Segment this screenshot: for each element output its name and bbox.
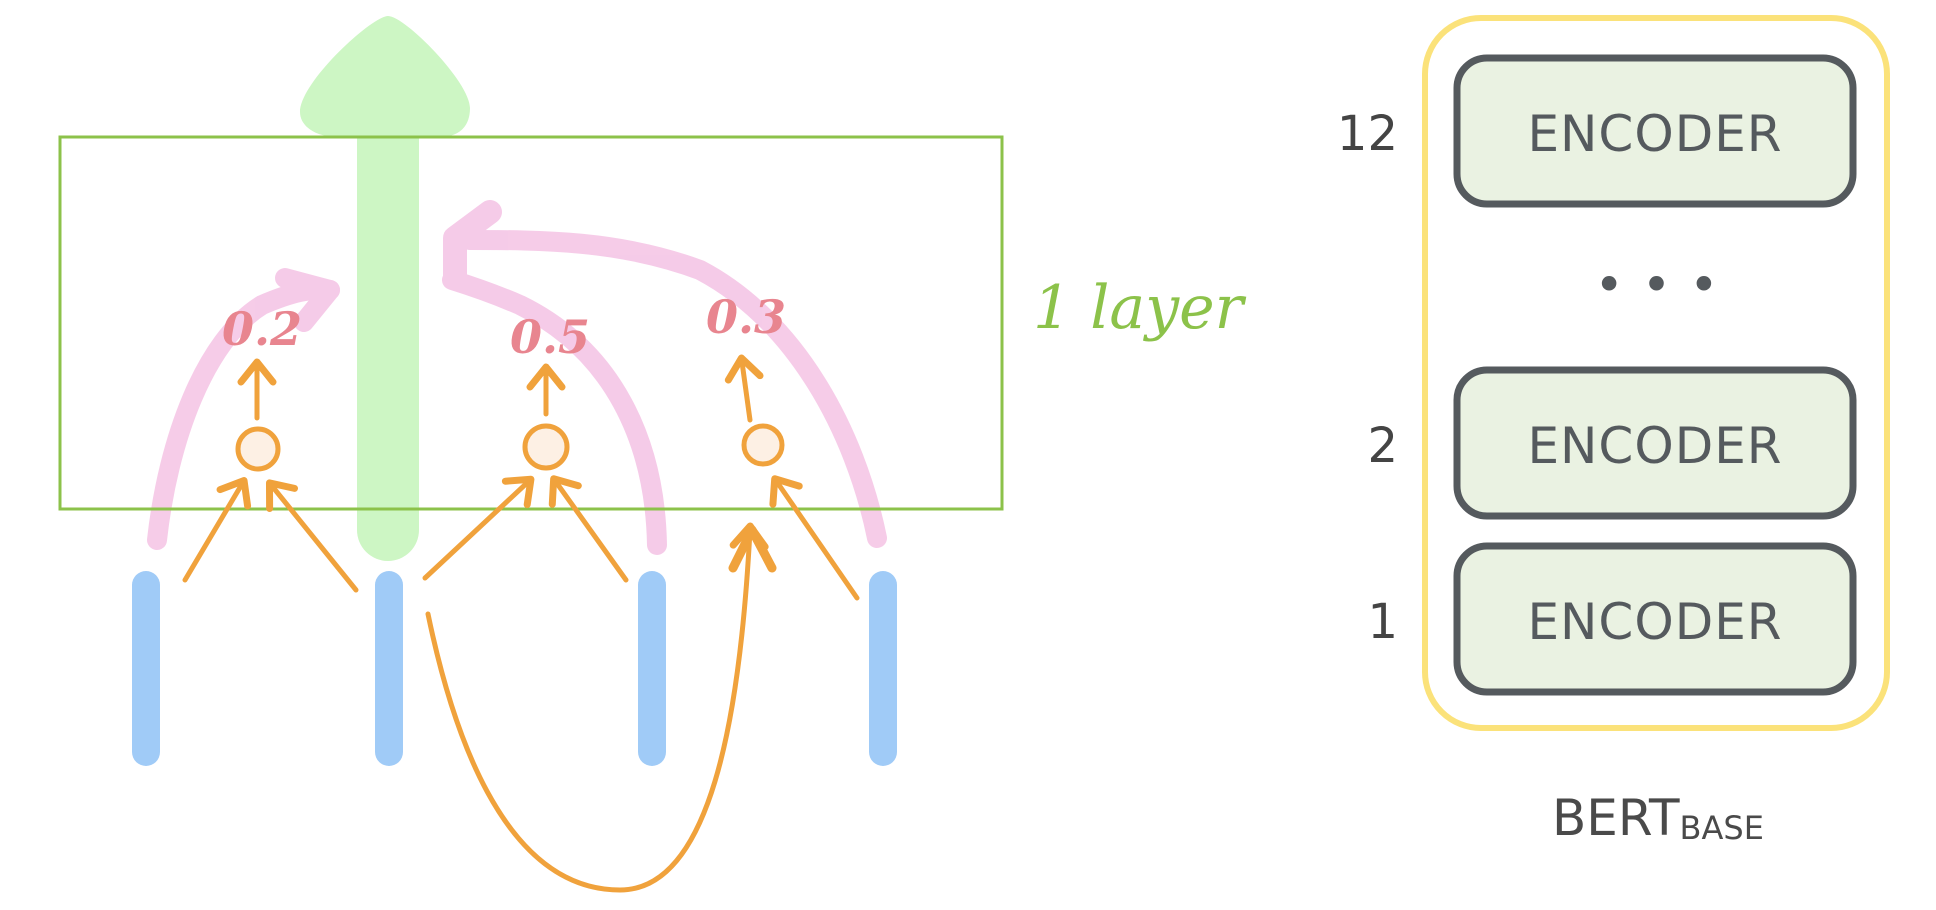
- layer-box: [58, 135, 1004, 511]
- weight-flow-1-head: [275, 268, 340, 332]
- encoder-label: ENCODER: [1527, 593, 1782, 651]
- encoder-label: ENCODER: [1527, 105, 1782, 163]
- weight-flow-head: [443, 200, 502, 287]
- bert-caption-sub: BASE: [1680, 809, 1764, 847]
- weight-flows: [147, 200, 887, 555]
- bert-caption: BERTBASE: [1552, 789, 1764, 847]
- encoder-1: ENCODER 1: [1367, 542, 1857, 696]
- weight-label-3: 0.3: [706, 290, 786, 344]
- layer-number-2: 2: [1367, 418, 1398, 474]
- bert-stack: ENCODER 12 • • • ENCODER 2 ENCODER 1 BER…: [1337, 15, 1890, 847]
- attention-diagram: 0.2 0.5 0.3 1 layer: [58, 16, 1247, 893]
- bert-caption-main: BERT: [1552, 789, 1680, 847]
- weight-labels: 0.2 0.5 0.3: [222, 290, 786, 364]
- weight-flow-2: [442, 270, 667, 555]
- weight-label-2: 0.5: [510, 310, 590, 364]
- weight-flow-3: [460, 230, 887, 548]
- attention-node-2: [522, 423, 570, 471]
- layer-label: 1 layer: [1033, 273, 1247, 343]
- encoder-2: ENCODER 2: [1367, 366, 1857, 520]
- output-arrow-shaft: [357, 85, 419, 561]
- encoder-label: ENCODER: [1527, 417, 1782, 475]
- output-arrow-head: [300, 16, 470, 137]
- inbound-arrowhead: [728, 525, 777, 573]
- attention-nodes: [235, 423, 785, 472]
- weight-label-1: 0.2: [222, 302, 302, 356]
- layer-number-1: 1: [1367, 594, 1398, 650]
- attention-node-1: [235, 426, 281, 472]
- layer-number-12: 12: [1337, 106, 1398, 162]
- output-arrow: [300, 16, 470, 561]
- bert-outer-box: [1422, 15, 1890, 731]
- encoder-12: ENCODER 12: [1337, 54, 1857, 208]
- attention-node-3: [741, 423, 785, 467]
- attention-arrows: [182, 354, 860, 893]
- ellipsis: • • •: [1594, 256, 1719, 314]
- token-bars: [132, 571, 897, 766]
